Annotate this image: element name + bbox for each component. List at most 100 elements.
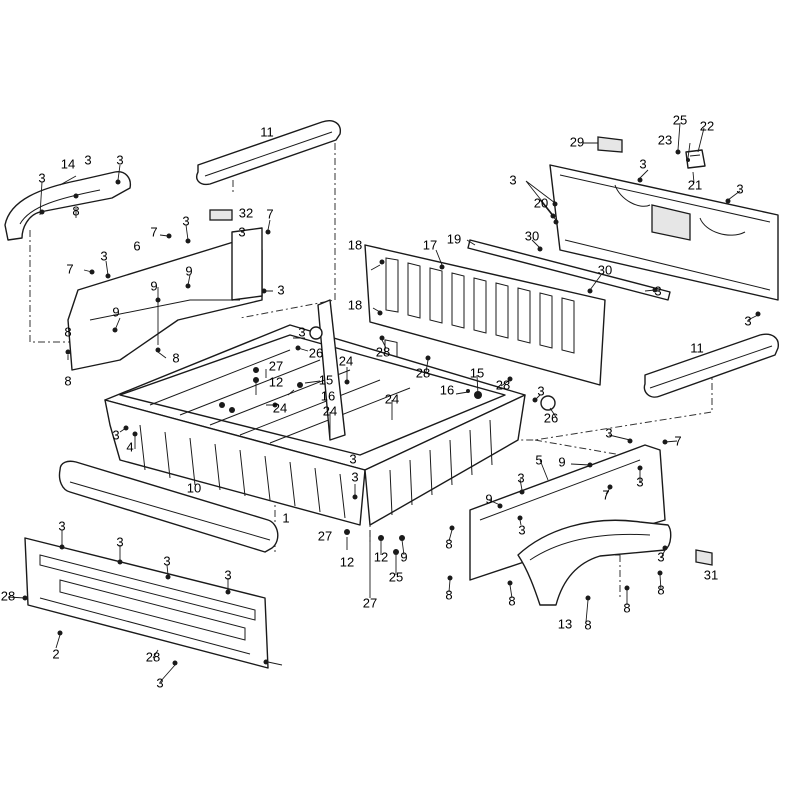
callout-31: 31 xyxy=(704,567,718,582)
part-11-upper-left-rail xyxy=(196,120,341,186)
callout-3: 3 xyxy=(100,248,107,263)
callout-19: 19 xyxy=(447,231,461,246)
callout-3: 3 xyxy=(224,567,231,582)
callout-labels: 11 14 3 3 3 8 32 7 7 3 3 6 7 3 9 9 3 9 8… xyxy=(1,112,752,690)
part-6-left-side-panel xyxy=(67,209,263,371)
callout-28: 28 xyxy=(376,344,390,359)
callout-3: 3 xyxy=(744,313,751,328)
callout-30: 30 xyxy=(525,228,539,243)
callout-3: 3 xyxy=(518,522,525,537)
callout-24: 24 xyxy=(385,391,399,406)
callout-21: 21 xyxy=(688,177,702,192)
callout-3: 3 xyxy=(517,470,524,485)
callout-14: 14 xyxy=(61,156,75,171)
callout-3: 3 xyxy=(537,383,544,398)
callout-7: 7 xyxy=(266,206,273,221)
callout-26: 26 xyxy=(544,410,558,425)
callout-26: 26 xyxy=(309,345,323,360)
callout-9: 9 xyxy=(558,454,565,469)
callout-3: 3 xyxy=(636,474,643,489)
callout-28: 2 xyxy=(52,646,59,661)
callout-8: 8 xyxy=(172,350,179,365)
callout-8: 8 xyxy=(584,617,591,632)
callout-7: 7 xyxy=(602,487,609,502)
callout-9: 9 xyxy=(400,549,407,564)
callout-3: 3 xyxy=(84,152,91,167)
part-11-right-rail xyxy=(643,333,779,398)
callout-11: 11 xyxy=(690,340,704,355)
callout-3: 3 xyxy=(736,181,743,196)
callout-12: 12 xyxy=(374,549,388,564)
part-31-label xyxy=(695,549,713,566)
callout-12: 12 xyxy=(340,554,354,569)
callout-16: 16 xyxy=(321,388,335,403)
callout-1: 1 xyxy=(282,510,289,525)
callout-22: 22 xyxy=(700,118,714,133)
part-26-caps xyxy=(309,326,556,411)
callout-3: 3 xyxy=(349,451,356,466)
callout-6: 6 xyxy=(133,238,140,253)
callout-3: 3 xyxy=(116,534,123,549)
callout-16: 16 xyxy=(440,382,454,397)
callout-8: 8 xyxy=(64,324,71,339)
callout-7: 7 xyxy=(674,433,681,448)
callout-15: 15 xyxy=(319,372,333,387)
callout-32: 32 xyxy=(239,205,253,220)
part-14-left-fender-flare xyxy=(4,171,132,241)
callout-20: 20 xyxy=(534,195,548,210)
callout-27: 27 xyxy=(318,528,332,543)
part-10-lower-left-rail xyxy=(58,460,279,553)
callout-9: 9 xyxy=(185,263,192,278)
cargo-bed-body xyxy=(104,299,526,526)
callout-7: 7 xyxy=(150,224,157,239)
callout-24: 24 xyxy=(323,403,337,418)
callout-8: 8 xyxy=(72,203,79,218)
callout-3: 28 xyxy=(1,588,15,603)
part-20-tailgate xyxy=(549,164,779,301)
callout-2: 28 xyxy=(146,649,160,664)
callout-3: 3 xyxy=(639,156,646,171)
callout-3: 3 xyxy=(277,282,284,297)
callout-10: 10 xyxy=(187,480,201,495)
callout-30: 30 xyxy=(598,262,612,277)
callout-3: 3 xyxy=(654,283,661,298)
callout-3: 3 xyxy=(298,324,305,339)
callout-17: 17 xyxy=(423,237,437,252)
leader-lines xyxy=(7,122,759,683)
callout-28: 28 xyxy=(416,365,430,380)
callout-27: 27 xyxy=(363,595,377,610)
callout-3: 3 xyxy=(112,427,119,442)
callout-3: 3 xyxy=(238,224,245,239)
callout-9: 9 xyxy=(150,278,157,293)
part-2-side-panel xyxy=(24,537,269,669)
callout-8: 8 xyxy=(64,373,71,388)
callout-18: 18 xyxy=(348,237,362,252)
callout-5: 5 xyxy=(535,452,542,467)
callout-24: 24 xyxy=(339,353,353,368)
callout-25: 25 xyxy=(673,112,687,127)
callout-25: 25 xyxy=(389,569,403,584)
part-5-right-side-panel xyxy=(469,444,666,581)
callout-24: 24 xyxy=(273,400,287,415)
callout-8: 8 xyxy=(657,582,664,597)
callout-11: 11 xyxy=(260,124,274,139)
callout-3: 3 xyxy=(351,469,358,484)
fasteners xyxy=(22,149,761,666)
callout-8: 8 xyxy=(445,536,452,551)
part-21-latch-handle xyxy=(685,149,706,169)
callout-4: 4 xyxy=(126,439,133,454)
callout-8: 8 xyxy=(508,593,515,608)
part-29-label xyxy=(597,136,623,153)
callout-9: 9 xyxy=(485,491,492,506)
callout-29: 29 xyxy=(570,134,584,149)
callout-18: 18 xyxy=(348,297,362,312)
callout-9: 9 xyxy=(112,304,119,319)
part-19-rod xyxy=(467,239,671,301)
callout-28: 28 xyxy=(496,377,510,392)
callout-3: 3 xyxy=(116,152,123,167)
callout-3: 3 xyxy=(605,425,612,440)
callout-28: 3 xyxy=(156,675,163,690)
callout-3: 3 xyxy=(163,553,170,568)
callout-13: 13 xyxy=(558,616,572,631)
